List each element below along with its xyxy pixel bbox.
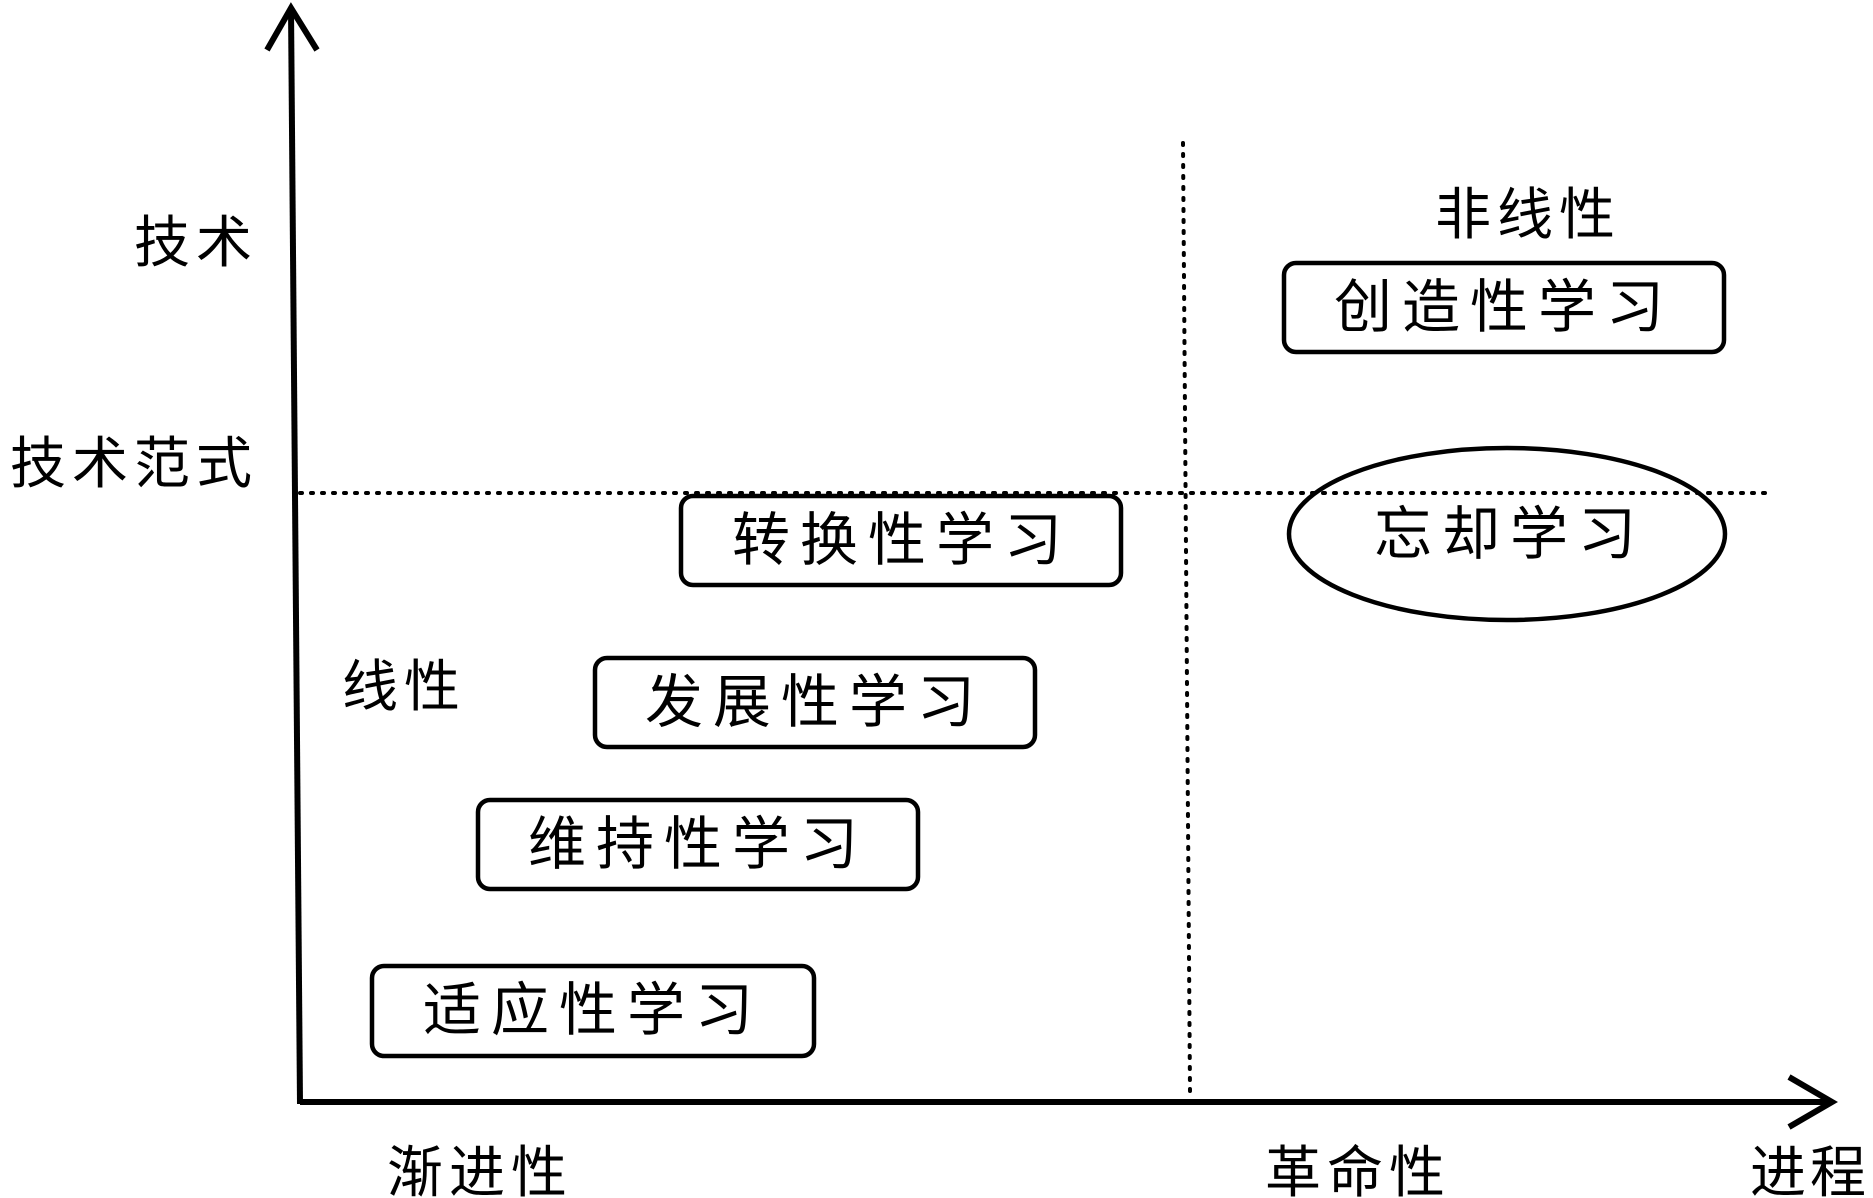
- region-label-nonlinear: 非线性: [1435, 183, 1621, 248]
- y-axis-label-technology-paradigm: 技术范式: [10, 432, 258, 497]
- maintenance-learning-label: 维持性学习: [528, 810, 868, 878]
- y-axis-label-technology: 技术: [134, 211, 258, 276]
- vertical-divider-line: [1181, 141, 1192, 1094]
- developmental-learning-label: 发展性学习: [645, 668, 985, 736]
- developmental-learning-box: 发展性学习: [592, 655, 1038, 750]
- transformative-learning-box: 转换性学习: [678, 493, 1124, 588]
- x-axis-label-process: 进程: [1750, 1141, 1870, 1198]
- region-label-linear: 线性: [342, 655, 466, 720]
- x-axis-label-revolutionary: 革命性: [1265, 1141, 1451, 1198]
- creative-learning-label: 创造性学习: [1334, 273, 1674, 341]
- transformative-learning-label: 转换性学习: [732, 506, 1072, 574]
- maintenance-learning-box: 维持性学习: [475, 797, 921, 892]
- adaptive-learning-label: 适应性学习: [423, 976, 763, 1044]
- x-axis-label-incremental: 渐进性: [387, 1141, 573, 1198]
- y-axis: [288, 7, 303, 1105]
- y-axis-arrowhead: [264, 2, 320, 52]
- x-axis-arrowhead: [1787, 1074, 1838, 1130]
- adaptive-learning-box: 适应性学习: [369, 963, 817, 1059]
- unlearning-label: 忘却学习: [1374, 500, 1646, 568]
- unlearning-ellipse: 忘却学习: [1286, 445, 1728, 623]
- creative-learning-box: 创造性学习: [1281, 260, 1727, 355]
